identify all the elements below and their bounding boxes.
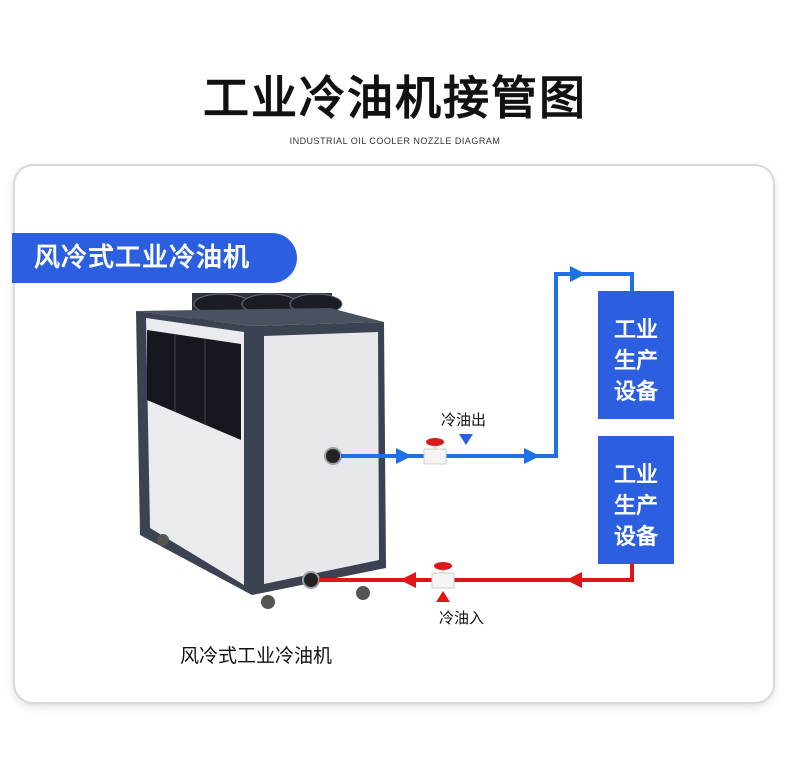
oil-out-label: 冷油出	[441, 411, 487, 429]
inlet-port	[302, 571, 320, 589]
flow-arrow-icon	[566, 572, 582, 588]
production-equipment-top: 工业 生产 设备	[598, 291, 674, 419]
condenser-grille	[147, 330, 241, 440]
oil-out-pipe	[341, 266, 634, 465]
unit-caption: 风冷式工业冷油机	[180, 645, 333, 667]
ball-valve-icon	[423, 438, 447, 465]
oil-in-pipe	[319, 562, 634, 602]
ball-valve-icon	[431, 562, 455, 589]
equipment-label: 设备	[613, 525, 658, 550]
equipment-label: 工业	[613, 463, 658, 488]
flow-arrow-icon	[400, 572, 416, 588]
down-arrow-icon	[459, 434, 473, 445]
equipment-label: 设备	[613, 380, 658, 405]
up-arrow-icon	[436, 591, 450, 602]
equipment-label: 生产	[613, 349, 658, 374]
flow-arrow-icon	[396, 448, 412, 464]
oil-in-label: 冷油入	[439, 609, 485, 627]
equipment-label: 工业	[613, 318, 658, 343]
outlet-port	[324, 447, 342, 465]
unit-front-panel	[264, 332, 379, 584]
flow-arrow-icon	[524, 448, 540, 464]
production-equipment-bottom: 工业 生产 设备	[598, 436, 674, 564]
page-title: 工业冷油机接管图	[203, 71, 587, 125]
equipment-label: 生产	[613, 494, 658, 519]
page-subtitle: INDUSTRIAL OIL COOLER NOZZLE DIAGRAM	[289, 136, 501, 146]
oil-chiller-unit-icon	[136, 293, 386, 609]
flow-arrow-icon	[570, 266, 586, 282]
unit-type-badge: 风冷式工业冷油机	[12, 233, 297, 283]
unit-top	[136, 308, 384, 326]
